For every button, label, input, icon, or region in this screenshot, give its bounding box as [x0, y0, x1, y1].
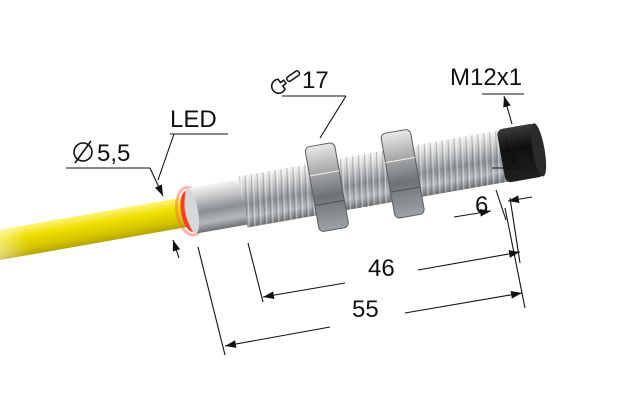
cable-diameter-value: 5,5: [97, 140, 130, 167]
wrench-size-dimension: 17: [270, 67, 347, 139]
sensing-cap: [497, 123, 547, 183]
smooth-housing: [187, 179, 248, 234]
diameter-icon: [73, 140, 93, 164]
led-callout: LED: [157, 106, 228, 181]
thread-length-dimension: 46: [247, 197, 521, 303]
wrench-icon: [270, 70, 301, 94]
nut-right: [380, 129, 425, 219]
thread-dimension: M12x1: [450, 64, 524, 169]
thread-label: M12x1: [450, 64, 522, 91]
thread-length-value: 46: [368, 255, 395, 282]
sensing-face-value: 6: [475, 192, 488, 219]
sensing-face-dimension: 6: [453, 189, 533, 221]
cable: [0, 196, 194, 268]
cable-diameter-dimension: 5,5: [66, 140, 181, 259]
wrench-size-value: 17: [302, 67, 329, 94]
nut-left: [304, 142, 349, 232]
total-length-value: 55: [352, 296, 379, 323]
threaded-section: [238, 129, 512, 228]
total-length-dimension: 55: [197, 207, 526, 356]
led-label: LED: [170, 106, 217, 133]
sensor-body: [0, 123, 547, 268]
